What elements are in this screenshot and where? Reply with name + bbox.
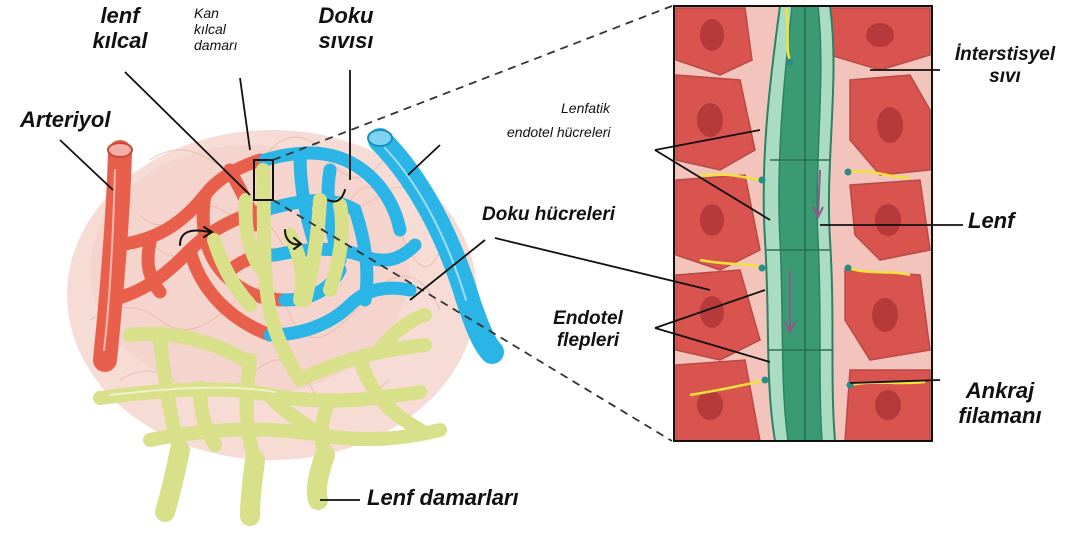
zoom-panel <box>674 6 932 441</box>
label-lenf-kilcal-line1: lenf <box>88 3 152 28</box>
label-ankraj-line1: Ankraj <box>945 378 1055 403</box>
label-endotel-flepleri: Endotel flepleri <box>548 308 628 352</box>
label-kan-kilcal-line3: damarı <box>194 37 254 53</box>
label-interstisyel-sivi: İnterstisyel sıvı <box>940 44 1070 88</box>
label-lenfatik-line1: Lenfatik <box>507 100 667 116</box>
label-ankraj-line2: filamanı <box>945 403 1055 428</box>
label-kan-kilcal-line1: Kan <box>194 5 254 21</box>
label-endotel-line2: flepleri <box>548 330 628 352</box>
label-lenfatik-line2: endotel hücreleri <box>507 124 667 140</box>
label-kan-kilcal-damari: Kan kılcal damarı <box>194 5 254 53</box>
label-lenfatik-endotel: Lenfatik endotel hücreleri <box>507 100 667 140</box>
label-doku-hucreleri: Doku hücreleri <box>482 204 615 226</box>
label-ankraj-filamani: Ankraj filamanı <box>945 378 1055 429</box>
label-lenf-damarlari: Lenf damarları <box>367 485 519 510</box>
label-interstisyel-line2: sıvı <box>940 66 1070 88</box>
label-lenf: Lenf <box>968 208 1014 233</box>
label-endotel-line1: Endotel <box>548 308 628 330</box>
label-lenf-kilcal: lenf kılcal <box>88 3 152 54</box>
label-doku-sivisi-line2: sıvısı <box>310 28 382 53</box>
label-lenf-kilcal-line2: kılcal <box>88 28 152 53</box>
lymphatic-lumen <box>779 6 822 441</box>
label-doku-sivisi-line1: Doku <box>310 3 382 28</box>
label-kan-kilcal-line2: kılcal <box>194 21 254 37</box>
label-doku-sivisi: Doku sıvısı <box>310 3 382 54</box>
label-arteriyol: Arteriyol <box>20 107 110 132</box>
label-interstisyel-line1: İnterstisyel <box>940 44 1070 66</box>
